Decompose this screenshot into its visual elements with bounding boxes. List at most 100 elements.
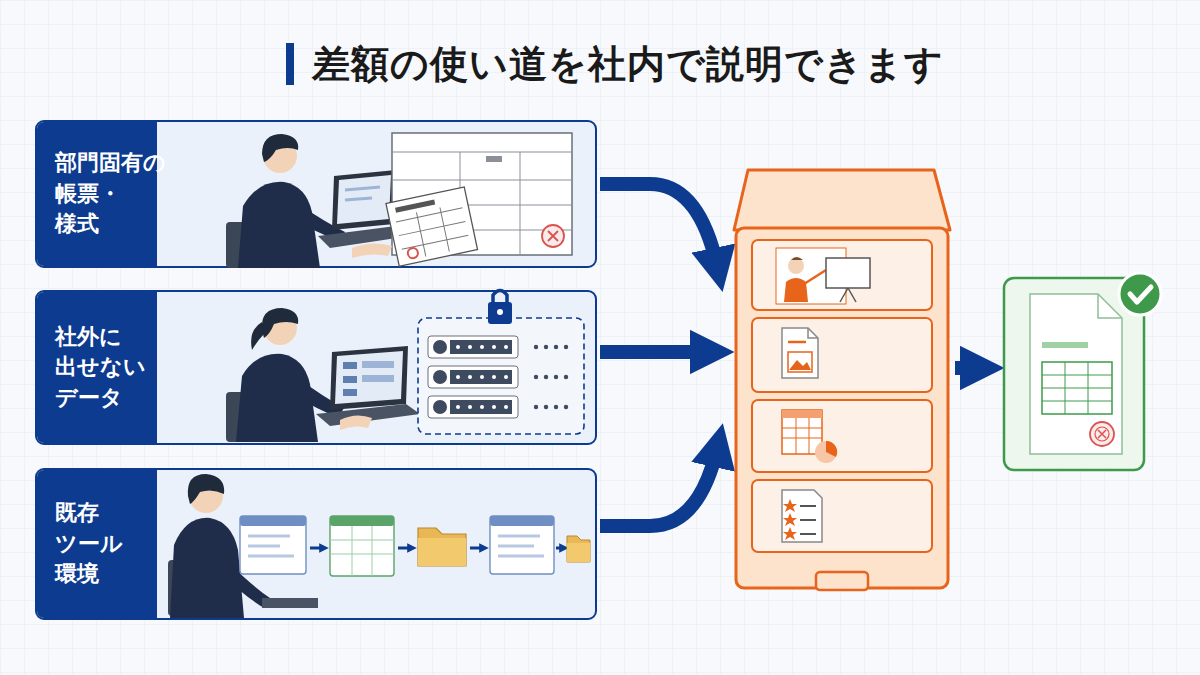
- worker-with-tool-flow-part: [398, 547, 412, 550]
- worker-with-forms-part-part: [386, 187, 478, 266]
- diagram-title: 差額の使い道を社内で説明できます: [312, 39, 944, 90]
- worker-with-secure-data-part-part: [468, 345, 472, 349]
- worker-with-secure-data-part: [236, 354, 318, 442]
- worker-with-tool-flow-part: [310, 547, 324, 550]
- storage-box-part: [752, 480, 932, 552]
- worker-with-secure-data-part-part: [433, 400, 447, 414]
- worker-with-forms-part: [392, 133, 572, 255]
- worker-with-tool-flow-part-part: [567, 543, 590, 562]
- worker-with-tool-flow-part-part: [372, 526, 373, 576]
- storage-box-part: [800, 505, 816, 507]
- worker-with-tool-flow-part: [490, 516, 554, 574]
- storage-box-part: [734, 170, 950, 230]
- storage-box-part: [782, 438, 822, 439]
- worker-with-secure-data-part: [343, 362, 357, 369]
- worker-with-forms-part: [392, 152, 572, 153]
- flow-arrows-part: [955, 361, 982, 375]
- category-label: 社外に 出せない データ: [37, 292, 157, 443]
- worker-with-secure-data-part-part: [468, 375, 472, 379]
- title-accent-bar: [286, 43, 294, 85]
- worker-with-secure-data-part: [362, 375, 394, 382]
- worker-with-forms-part: [392, 230, 572, 231]
- worker-with-secure-data-part-part: [468, 405, 472, 409]
- approved-document: [1004, 273, 1161, 470]
- worker-with-secure-data: [226, 291, 584, 443]
- approved-document-part: [1119, 273, 1161, 315]
- storage-box-part: [782, 490, 822, 542]
- worker-with-secure-data-part-part: [456, 375, 460, 379]
- flow-arrows-part: [600, 345, 712, 359]
- approved-document-part: [1004, 278, 1144, 470]
- category-panel: 既存 ツール 環境: [35, 468, 597, 620]
- worker-with-forms-part: [392, 180, 572, 181]
- worker-with-secure-data-part: [251, 322, 264, 350]
- category-panel: 社外に 出せない データ: [35, 290, 597, 445]
- worker-with-secure-data-part: [362, 361, 394, 368]
- worker-with-secure-data-part: [493, 291, 507, 304]
- worker-with-secure-data-part-part: [428, 366, 518, 388]
- category-label: 部門固有の 帳票・様式: [37, 122, 157, 266]
- title-row: 差額の使い道を社内で説明できます: [150, 32, 1080, 96]
- worker-with-forms-part: [332, 170, 396, 230]
- worker-with-tool-flow-part-part: [498, 535, 540, 538]
- worker-with-forms-part: [520, 152, 521, 255]
- storage-box-part: [791, 257, 803, 260]
- worker-with-forms-part-part: [402, 235, 469, 249]
- worker-with-tool-flow-part-part: [248, 545, 280, 548]
- approved-document-part: [1042, 342, 1088, 348]
- approved-document-part: [1042, 375, 1112, 376]
- worker-with-secure-data-part-part: [450, 400, 512, 414]
- storage-box-part: [783, 499, 797, 540]
- worker-with-secure-data-part-part: [544, 375, 548, 379]
- worker-with-forms-part: [226, 222, 248, 268]
- worker-with-secure-data-part-part: [554, 375, 558, 379]
- worker-with-secure-data-part: [343, 389, 357, 396]
- storage-box-part: [826, 258, 870, 288]
- approved-document-part: [1042, 362, 1112, 414]
- worker-with-forms-part-part: [396, 208, 463, 222]
- worker-with-tool-flow-part: [330, 516, 394, 576]
- worker-with-tool-flow-part-part: [248, 535, 290, 538]
- worker-with-forms-part-part: [395, 200, 435, 213]
- worker-with-secure-data-part-part: [480, 405, 484, 409]
- worker-with-secure-data-part: [343, 376, 357, 383]
- storage-box-part-part: [783, 499, 797, 512]
- storage-box-part: [815, 441, 837, 463]
- storage-box-part: [804, 270, 826, 284]
- worker-with-forms-part-part: [440, 207, 449, 251]
- worker-with-secure-data-part-part: [480, 345, 484, 349]
- worker-with-secure-data-part: [340, 415, 372, 430]
- worker-with-tool-flow-part-part: [240, 516, 306, 574]
- worker-with-forms-part: [318, 226, 410, 248]
- worker-with-tool-flow-part: [556, 547, 564, 550]
- worker-with-secure-data-part-part: [492, 345, 496, 349]
- worker-with-forms-part-part: [407, 247, 419, 259]
- storage-box: [734, 170, 950, 590]
- worker-with-secure-data-part-part: [554, 405, 558, 409]
- storage-box-part: [826, 441, 837, 457]
- worker-with-secure-data-part-part: [492, 375, 496, 379]
- storage-box-part: [816, 572, 868, 590]
- worker-with-tool-flow-part-part: [352, 526, 353, 576]
- approved-document-part: [1098, 294, 1122, 318]
- worker-with-forms-part-part: [399, 221, 466, 235]
- worker-with-secure-data-part: [418, 318, 584, 434]
- storage-box-part: [736, 228, 948, 588]
- worker-with-secure-data-part: [263, 311, 297, 345]
- worker-with-secure-data-part-part: [564, 345, 568, 349]
- storage-box-part: [788, 352, 812, 372]
- worker-with-secure-data-part-part: [504, 375, 508, 379]
- category-label-text: 部門固有の 帳票・様式: [55, 148, 147, 239]
- worker-with-tool-flow-part-part: [330, 516, 394, 526]
- worker-with-tool-flow-part: [240, 516, 306, 574]
- worker-with-forms-part: [486, 156, 502, 162]
- worker-with-secure-data-part: [316, 404, 420, 426]
- flow-arrows-part: [600, 445, 718, 526]
- worker-with-forms-part: [263, 139, 297, 173]
- approved-document-part: [1095, 427, 1109, 441]
- worker-with-tool-flow-part-part: [418, 538, 466, 566]
- worker-with-tool-flow-part: [189, 479, 223, 513]
- worker-with-forms-part: [352, 243, 392, 258]
